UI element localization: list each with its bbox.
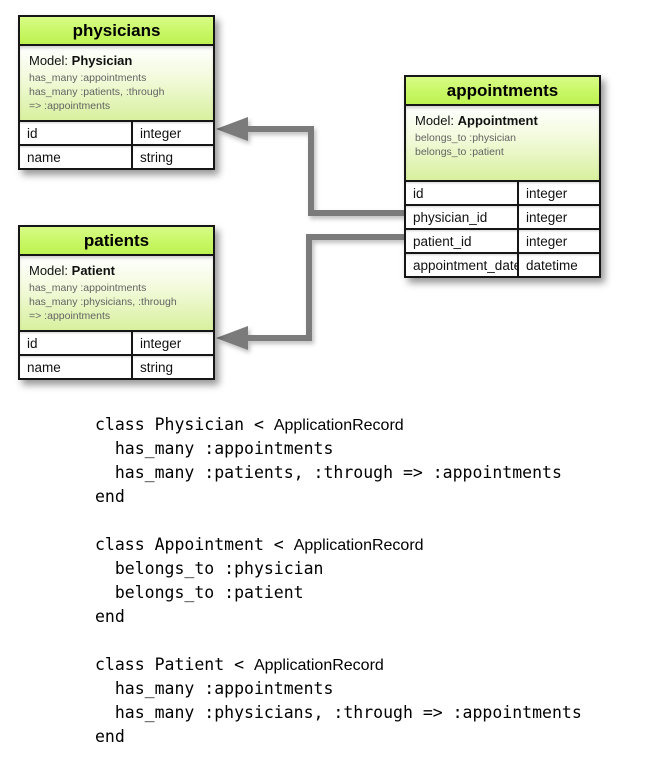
field-row: physician_id integer xyxy=(406,204,599,228)
table-patients: patients Model: Patient has_many :appoin… xyxy=(18,225,215,380)
field-name-cell: name xyxy=(20,356,133,378)
code-line: end xyxy=(95,727,125,746)
table-appointments: appointments Model: Appointment belongs_… xyxy=(404,75,601,278)
model-title: Model: Appointment xyxy=(415,113,538,128)
field-type-cell: integer xyxy=(519,206,599,228)
superclass-name: ApplicationRecord xyxy=(253,657,384,674)
field-row: appointment_date datetime xyxy=(406,252,599,276)
field-name-cell: physician_id xyxy=(406,206,519,228)
field-type-cell: integer xyxy=(133,332,213,354)
model-title: Model: Physician xyxy=(29,53,133,68)
association-line: has_many :appointments xyxy=(29,72,147,84)
association-line: belongs_to :physician xyxy=(415,132,516,144)
association-line: has_many :appointments xyxy=(29,282,147,294)
arrowhead-left-icon xyxy=(216,326,248,350)
arrowhead-left-icon xyxy=(216,117,248,141)
code-line: class Patient < ApplicationRecord xyxy=(95,655,384,674)
field-name-cell: appointment_date xyxy=(406,254,521,276)
field-type-cell: string xyxy=(133,356,213,378)
table-title: appointments xyxy=(406,77,599,106)
connector-patient-fk-line xyxy=(246,234,404,341)
field-name-cell: id xyxy=(406,182,519,204)
field-name-cell: patient_id xyxy=(406,230,519,252)
association-line: => :appointments xyxy=(29,310,111,322)
code-line: end xyxy=(95,607,125,626)
association-line: has_many :physicians, :through xyxy=(29,296,177,308)
model-section: Model: Appointment belongs_to :physician… xyxy=(406,106,599,180)
field-row: patient_id integer xyxy=(406,228,599,252)
ruby-code-section: class Physician < ApplicationRecord has_… xyxy=(95,413,582,749)
code-line: has_many :appointments xyxy=(95,679,334,698)
association-line: belongs_to :patient xyxy=(415,146,504,158)
field-type-cell: integer xyxy=(519,230,599,252)
code-line: belongs_to :physician xyxy=(95,559,324,578)
field-type-cell: datetime xyxy=(519,254,599,276)
table-physicians: physicians Model: Physician has_many :ap… xyxy=(18,15,215,170)
field-type-cell: string xyxy=(133,146,213,168)
code-block-appointment: class Appointment < ApplicationRecord be… xyxy=(95,533,582,629)
model-title: Model: Patient xyxy=(29,263,115,278)
code-line: has_many :patients, :through => :appoint… xyxy=(95,463,562,482)
model-name: Patient xyxy=(71,263,115,278)
field-name-cell: name xyxy=(20,146,133,168)
model-name: Appointment xyxy=(457,113,538,128)
model-section: Model: Patient has_many :appointments ha… xyxy=(20,256,213,330)
field-type-cell: integer xyxy=(133,122,213,144)
code-block-physician: class Physician < ApplicationRecord has_… xyxy=(95,413,582,509)
code-line: class Physician < ApplicationRecord xyxy=(95,415,404,434)
relationship-connectors xyxy=(216,117,404,350)
field-row: name string xyxy=(20,144,213,168)
connector-patient-fk xyxy=(216,234,404,350)
field-name-cell: id xyxy=(20,122,133,144)
code-line: end xyxy=(95,487,125,506)
field-name-cell: id xyxy=(20,332,133,354)
table-title: physicians xyxy=(20,17,213,46)
field-row: id integer xyxy=(20,120,213,144)
code-block-patient: class Patient < ApplicationRecord has_ma… xyxy=(95,653,582,749)
field-row: id integer xyxy=(406,180,599,204)
code-line: belongs_to :patient xyxy=(95,583,304,602)
connector-physician-fk-line xyxy=(246,126,404,216)
field-row: name string xyxy=(20,354,213,378)
table-title: patients xyxy=(20,227,213,256)
code-line: has_many :physicians, :through => :appoi… xyxy=(95,703,582,722)
superclass-name: ApplicationRecord xyxy=(273,417,404,434)
code-line: has_many :appointments xyxy=(95,439,334,458)
association-line: => :appointments xyxy=(29,100,111,112)
model-section: Model: Physician has_many :appointments … xyxy=(20,46,213,120)
model-name: Physician xyxy=(71,53,133,68)
field-type-cell: integer xyxy=(519,182,599,204)
field-row: id integer xyxy=(20,330,213,354)
code-line: class Appointment < ApplicationRecord xyxy=(95,535,424,554)
superclass-name: ApplicationRecord xyxy=(293,537,424,554)
connector-physician-fk xyxy=(216,117,404,216)
association-line: has_many :patients, :through xyxy=(29,86,165,98)
